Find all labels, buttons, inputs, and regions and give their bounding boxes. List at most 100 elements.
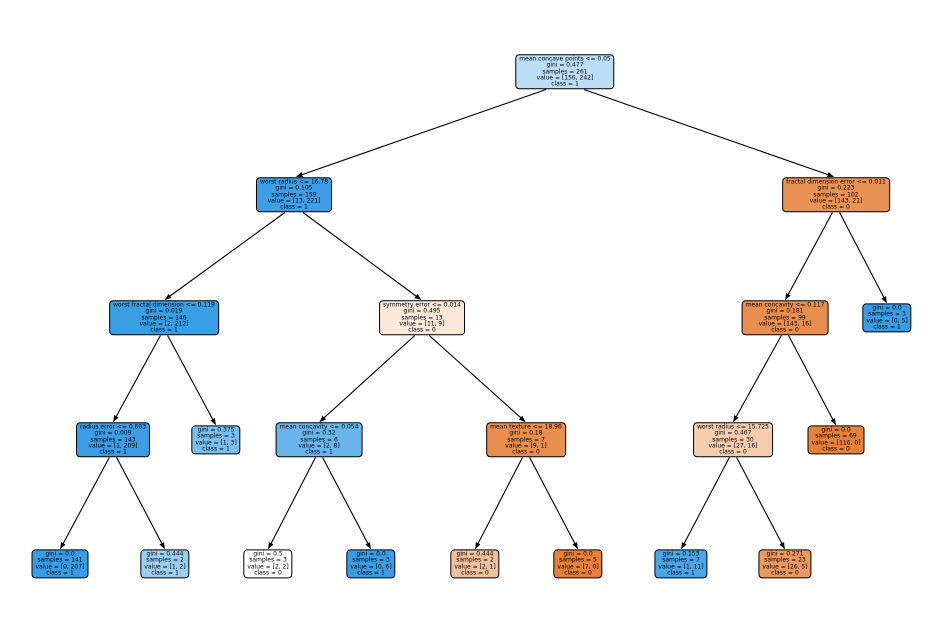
node-text-line: value = [1, 11] (658, 563, 704, 570)
node-text-line: class = 1 (99, 448, 127, 456)
node-text-line: samples = 23 (764, 556, 806, 564)
node-text-line: samples = 2 (146, 556, 184, 564)
node-text-line: samples = 146 (141, 313, 187, 321)
node-text-line: radius error <= 0.603 (79, 423, 147, 431)
node-text-line: class = 1 (551, 80, 579, 88)
node-text-line: mean texture <= 18.96 (490, 423, 562, 431)
node-text-line: samples = 159 (271, 190, 317, 198)
node-text-line: class = 0 (822, 203, 850, 211)
edge-n14-n15 (785, 212, 833, 301)
edge-n14-n20 (839, 212, 887, 304)
node-text-line: gini = 0.009 (94, 429, 132, 437)
node-text-line: gini = 0.32 (302, 429, 336, 437)
node-text-line: gini = 0.271 (766, 550, 804, 558)
node-text-line: class = 1 (46, 569, 74, 577)
node-text-line: value = [9, 1] (505, 442, 547, 450)
node-text-line: samples = 141 (37, 556, 83, 564)
edge-n15-n16 (733, 335, 782, 423)
edge-n11-n13 (529, 457, 578, 550)
node-text-line: gini = 0.0 (872, 304, 902, 312)
node-text-line: value = [26, 5] (762, 563, 808, 570)
edge-n8-n9 (268, 457, 316, 550)
node-text-line: class = 1 (150, 326, 178, 334)
node-text-line: gini = 0.5 (253, 550, 283, 558)
node-text-line: samples = 13 (401, 313, 443, 321)
node-text-line: gini = 0.467 (714, 429, 752, 437)
node-text-line: samples = 102 (813, 190, 859, 198)
edge-n7-n11 (428, 335, 526, 422)
node-text-line: worst radius <= 15.725 (697, 423, 769, 431)
edge-n15-n19 (788, 335, 836, 426)
node-text-line: value = [1, 209] (88, 442, 138, 450)
node-text-line: samples = 261 (542, 67, 588, 75)
node-text-line: gini = 0.181 (766, 307, 804, 315)
node-text-line: class = 0 (719, 448, 747, 456)
node-text-line: class = 0 (408, 326, 436, 334)
node-text-line: class = 1 (667, 569, 695, 577)
node-text-line: samples = 30 (712, 435, 754, 443)
node-text-line: worst radius <= 16.78 (259, 178, 329, 186)
edge-n3-n5 (116, 457, 165, 550)
node-text-line: mean concavity <= 0.054 (279, 423, 359, 431)
node-text-line: samples = 6 (300, 435, 338, 443)
node-text-line: gini = 0.375 (197, 426, 235, 434)
node-text-line: gini = 0.444 (456, 550, 494, 558)
edge-n7-n8 (319, 335, 416, 422)
node-text-line: gini = 0.0 (45, 550, 75, 558)
node-text-line: gini = 0.105 (275, 184, 313, 192)
node-text-line: samples = 3 (352, 556, 390, 564)
node-text-line: class = 0 (771, 326, 799, 334)
node-text-line: class = 1 (280, 203, 308, 211)
node-text-line: value = [2, 2] (247, 563, 289, 570)
node-text-line: gini = 0.0 (563, 550, 593, 558)
node-text-line: class = 1 (305, 448, 333, 456)
node-text-line: value = [1, 3] (195, 439, 237, 446)
node-text-line: class = 1 (202, 445, 230, 453)
node-text-line: value = [11, 9] (399, 320, 445, 328)
node-text-line: gini = 0.0 (821, 426, 851, 434)
node-text-line: value = [27, 16] (708, 442, 758, 450)
node-text-line: class = 1 (151, 569, 179, 577)
edge-n3-n4 (60, 457, 110, 550)
node-text-line: samples = 3 (197, 432, 235, 440)
node-text-line: class = 0 (771, 569, 799, 577)
node-text-line: fractal dimension error <= 0.011 (786, 178, 886, 186)
node-text-line: samples = 2 (456, 556, 494, 564)
node-text-line: value = [1, 2] (144, 563, 186, 570)
node-text-line: samples = 7 (507, 435, 545, 443)
node-text-line: gini = 0.019 (145, 307, 183, 315)
node-text-line: symmetry error <= 0.014 (383, 301, 461, 309)
node-text-line: class = 0 (822, 445, 850, 453)
node-text-line: gini = 0.0 (356, 550, 386, 558)
node-text-line: value = [0, 6] (350, 563, 392, 570)
node-text-line: value = [2, 212] (139, 320, 189, 328)
node-text-line: value = [2, 8] (298, 442, 340, 450)
node-text-line: samples = 99 (764, 313, 806, 321)
edge-n0-n14 (583, 88, 834, 178)
node-text-line: class = 0 (461, 569, 489, 577)
node-text-line: mean concave points <= 0.05 (519, 55, 611, 63)
node-text-line: gini = 0.444 (146, 550, 184, 558)
edge-n16-n18 (736, 457, 785, 550)
node-text-line: value = [0, 207] (35, 563, 85, 570)
node-text-line: samples = 69 (815, 432, 857, 440)
node-text-line: value = [2, 1] (454, 563, 496, 570)
